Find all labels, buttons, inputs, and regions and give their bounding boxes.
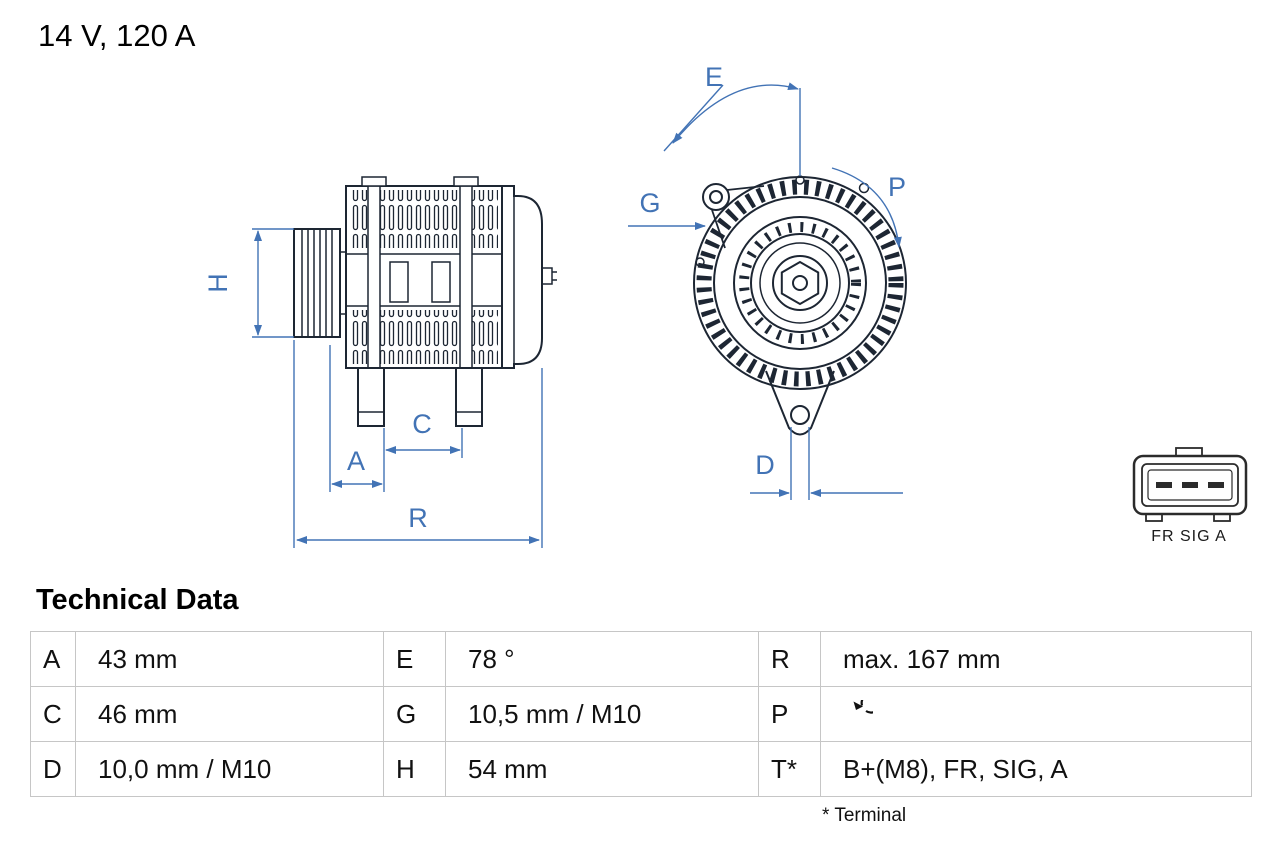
table-value-g: 10,5 mm / M10 [446,687,759,742]
table-key-d: D [31,742,76,797]
table-key-c: C [31,687,76,742]
rotation-direction-icon [853,700,873,714]
table-key-g: G [384,687,446,742]
terminal-footnote: * Terminal [822,805,907,826]
table-value-h: 54 mm [446,742,759,797]
connector-drawing [1132,447,1248,522]
table-key-a: A [31,632,76,687]
table-value-a: 43 mm [76,632,384,687]
table-key-t: T* [759,742,821,797]
alternator-front-view [693,175,907,436]
alternator-side-view [293,176,557,427]
technical-data-section: Technical Data A 43 mm E 78 ° R max. 167… [30,584,1252,827]
connector-pins-label: FR SIG A [1151,528,1227,545]
table-value-c: 46 mm [76,687,384,742]
dim-label-d: D [755,450,775,480]
dim-label-h: H [203,273,233,293]
side-view-dimension-lines [252,228,543,548]
connector-pin-fr [1156,482,1172,488]
dim-label-p: P [888,172,906,202]
dim-label-r: R [408,503,428,533]
table-value-d: 10,0 mm / M10 [76,742,384,797]
connector-pin-a [1208,482,1224,488]
table-key-e: E [384,632,446,687]
dim-label-a: A [347,446,365,476]
table-value-r: max. 167 mm [821,632,1252,687]
connector-pin-sig [1182,482,1198,488]
technical-data-table: A 43 mm E 78 ° R max. 167 mm C 46 mm G 1… [30,631,1252,797]
technical-data-heading: Technical Data [36,584,239,616]
table-key-h: H [384,742,446,797]
voltage-current-title: 14 V, 120 A [38,18,196,53]
table-value-p [821,687,1252,742]
dim-label-e: E [705,62,723,92]
table-key-p: P [759,687,821,742]
table-key-r: R [759,632,821,687]
dim-label-c: C [412,409,432,439]
dim-label-g: G [639,188,660,218]
technical-drawing: H A C R [203,62,1248,548]
front-view-dimension-lines [628,82,903,500]
table-value-e: 78 ° [446,632,759,687]
table-value-t: B+(M8), FR, SIG, A [821,742,1252,797]
